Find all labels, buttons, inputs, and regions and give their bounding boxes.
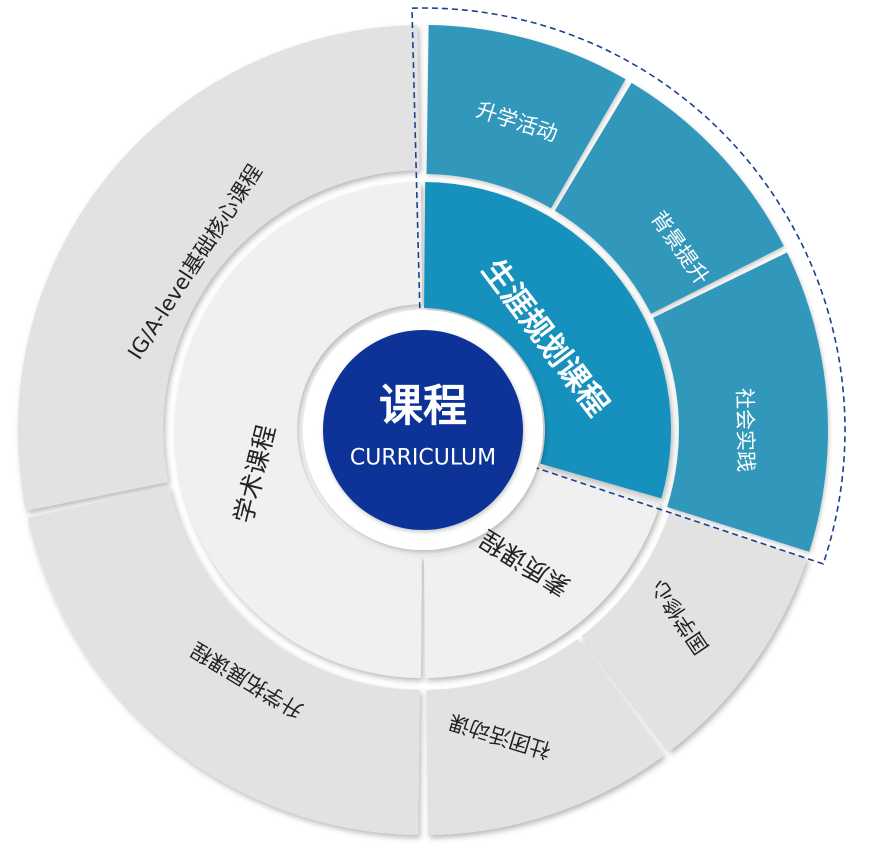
outer-segment-guoxue bbox=[581, 512, 808, 752]
outer-segment-ig-alevel bbox=[17, 25, 420, 511]
center-subtitle: CURRICULUM bbox=[350, 446, 496, 471]
inner-segment-quality bbox=[424, 466, 661, 678]
outer-segment-admission-activities bbox=[426, 25, 626, 209]
label-social-practice: 社会实践 bbox=[732, 388, 757, 472]
inner-segment-academic bbox=[175, 182, 422, 678]
center-circle bbox=[323, 330, 523, 530]
outer-segment-background-boost bbox=[554, 82, 784, 314]
outer-segment-academic-extension bbox=[27, 486, 420, 835]
center-title: 课程 bbox=[379, 381, 467, 432]
outer-segment-club-activities bbox=[426, 639, 664, 835]
inner-segment-career bbox=[424, 182, 671, 499]
outer-segment-social-practice bbox=[653, 252, 828, 552]
career-dashed-outline bbox=[411, 7, 846, 565]
